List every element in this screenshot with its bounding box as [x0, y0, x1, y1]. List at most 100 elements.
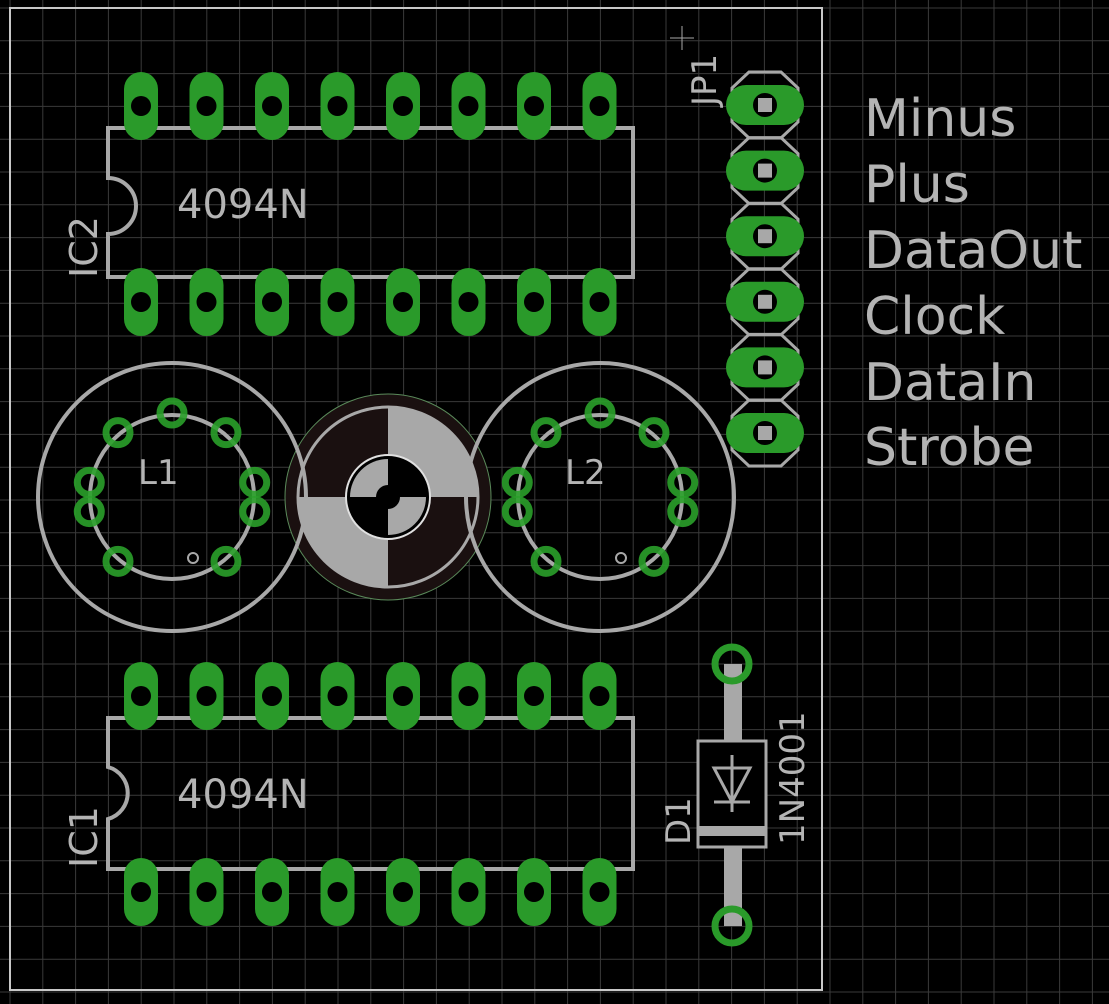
ic-pad[interactable]	[386, 72, 420, 140]
ic-pad[interactable]	[124, 72, 158, 140]
ic2-value: 4094N	[177, 182, 309, 228]
ic-pad[interactable]	[582, 268, 617, 336]
coil-pad[interactable]	[667, 496, 699, 528]
ic-pad[interactable]	[255, 858, 289, 926]
d1-pad-cathode[interactable]	[711, 905, 753, 947]
l2-component[interactable]: L2	[464, 361, 736, 633]
ic1-value: 4094N	[177, 772, 309, 818]
jp1-origin-icon	[670, 26, 694, 50]
ic-pad[interactable]	[124, 268, 158, 336]
ic-pad[interactable]	[189, 268, 224, 336]
ic-pad[interactable]	[582, 858, 617, 926]
jp1-pad[interactable]	[726, 332, 804, 402]
ic-pad[interactable]	[451, 72, 486, 140]
coil-pad[interactable]	[239, 496, 271, 528]
coil-pad[interactable]	[73, 496, 105, 528]
coil-pad[interactable]	[530, 417, 562, 449]
jp1-pads	[726, 70, 804, 468]
jp1-pad[interactable]	[726, 201, 804, 271]
coil-pad[interactable]	[102, 417, 134, 449]
ic-pad[interactable]	[517, 858, 551, 926]
coil-pad[interactable]	[501, 466, 533, 498]
label-datain: DataIn	[864, 353, 1036, 413]
ic-pad[interactable]	[517, 268, 551, 336]
coil-pad[interactable]	[501, 496, 533, 528]
ic1-outline	[106, 716, 635, 871]
jp1-name: JP1	[685, 54, 725, 108]
ic-pad[interactable]	[386, 662, 420, 730]
coil-pad[interactable]	[584, 397, 616, 429]
l2-name: L2	[565, 453, 606, 493]
ic-pad[interactable]	[582, 72, 617, 140]
ic-pad[interactable]	[320, 662, 355, 730]
d1-pad-anode[interactable]	[711, 643, 753, 685]
l1-component[interactable]: L1	[36, 361, 308, 633]
l1-outer-ring	[36, 361, 308, 633]
ic-pad[interactable]	[189, 72, 224, 140]
ic2-name: IC2	[62, 216, 106, 278]
ic-pad[interactable]	[320, 72, 355, 140]
coil-pad[interactable]	[638, 417, 670, 449]
ic-pad[interactable]	[517, 662, 551, 730]
coil-pad[interactable]	[102, 545, 134, 577]
jp1-pad[interactable]	[726, 398, 804, 468]
ic2-component[interactable]: 4094N IC2	[62, 72, 635, 336]
ic-pad[interactable]	[582, 662, 617, 730]
label-clock: Clock	[864, 287, 1005, 347]
ic1-name: IC1	[62, 806, 106, 868]
l1-pads	[73, 397, 271, 577]
ic-pad[interactable]	[189, 858, 224, 926]
ic-pad[interactable]	[517, 72, 551, 140]
ic-pad[interactable]	[255, 662, 289, 730]
center-inner-ring	[345, 454, 431, 540]
ic-pad[interactable]	[255, 72, 289, 140]
d1-name: D1	[659, 797, 699, 845]
coil-pad[interactable]	[530, 545, 562, 577]
label-plus: Plus	[864, 155, 970, 215]
ic-pad[interactable]	[255, 268, 289, 336]
ic-pad[interactable]	[124, 858, 158, 926]
l1-pin1-marker	[187, 552, 199, 564]
coil-pad[interactable]	[156, 397, 188, 429]
ic-pad[interactable]	[320, 268, 355, 336]
ic-pad[interactable]	[124, 662, 158, 730]
l2-outer-ring	[464, 361, 736, 633]
ic-pad[interactable]	[451, 662, 486, 730]
center-mount[interactable]	[284, 393, 492, 601]
coil-pad[interactable]	[210, 417, 242, 449]
d1-cathode-band	[698, 826, 766, 836]
coil-pad[interactable]	[239, 466, 271, 498]
diode-symbol-icon	[711, 755, 753, 812]
ic2-outline	[106, 126, 635, 279]
ic-pad[interactable]	[451, 858, 486, 926]
ic1-pads	[124, 662, 617, 926]
label-dataout: DataOut	[864, 221, 1082, 281]
jp1-pad[interactable]	[726, 267, 804, 337]
coil-pad[interactable]	[73, 466, 105, 498]
center-hole	[376, 485, 400, 509]
coil-pad[interactable]	[667, 466, 699, 498]
label-strobe: Strobe	[864, 418, 1034, 478]
d1-value: 1N4001	[773, 711, 813, 845]
jp1-pad[interactable]	[726, 70, 804, 140]
ic-pad[interactable]	[189, 662, 224, 730]
label-minus: Minus	[864, 89, 1016, 149]
ic2-pads	[124, 72, 617, 336]
ic-pad[interactable]	[386, 268, 420, 336]
ic1-component[interactable]: 4094N IC1	[62, 662, 635, 926]
d1-component[interactable]: D1 1N4001	[659, 643, 813, 947]
connector-labels: Minus Plus DataOut Clock DataIn Strobe	[864, 89, 1082, 478]
l1-inner-ring	[88, 413, 256, 581]
ic-pad[interactable]	[386, 858, 420, 926]
ic-pad[interactable]	[320, 858, 355, 926]
ic-pad[interactable]	[451, 268, 486, 336]
jp1-component[interactable]: JP1	[670, 26, 804, 468]
l2-pin1-marker	[615, 552, 627, 564]
l2-pads	[501, 397, 699, 577]
coil-pad[interactable]	[210, 545, 242, 577]
jp1-pad[interactable]	[726, 136, 804, 206]
board-outline[interactable]	[9, 7, 823, 991]
coil-pad[interactable]	[638, 545, 670, 577]
